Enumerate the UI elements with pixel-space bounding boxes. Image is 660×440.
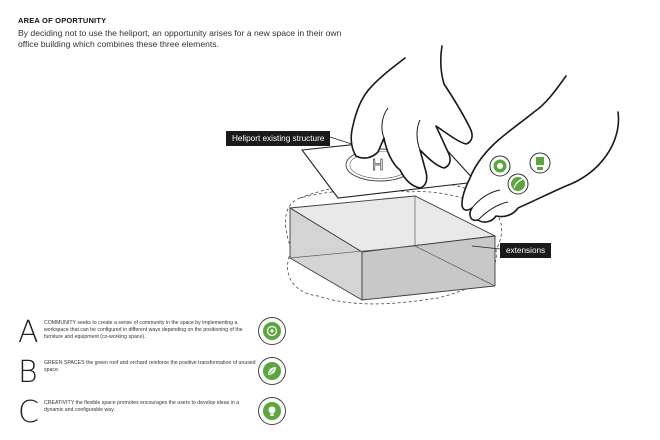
office-box [290, 196, 495, 300]
legend-letter: C [18, 398, 39, 428]
legend: A Community seeks to create a sense of c… [18, 318, 278, 438]
lightbulb-icon [258, 397, 286, 425]
community-icon [258, 317, 286, 345]
leaf-icon [258, 357, 286, 385]
legend-letter: B [18, 358, 38, 388]
legend-text: Community seeks to create a sense of com… [44, 320, 258, 342]
legend-item-green-spaces: B Green spaces the green roof and orchar… [18, 358, 278, 394]
legend-letter: A [18, 318, 39, 348]
legend-text: Creativity the flexible space promotes e… [44, 400, 258, 414]
leaf-icon-palm [508, 174, 528, 194]
lightbulb-icon-palm [530, 153, 550, 173]
helipad-h-mark: H [372, 157, 384, 174]
community-icon-palm [490, 156, 510, 176]
heliport-callout: Heliport existing structure [226, 131, 330, 146]
extensions-callout: extensions [500, 243, 551, 258]
legend-keyword: Creativity [44, 400, 74, 406]
legend-keyword: Green spaces [44, 360, 85, 366]
legend-text: Green spaces the green roof and orchard … [44, 360, 258, 374]
lower-hand [462, 76, 619, 222]
legend-item-creativity: C Creativity the flexible space promotes… [18, 398, 278, 434]
legend-description: the flexible space promotes encourages t… [44, 400, 239, 413]
legend-item-community: A Community seeks to create a sense of c… [18, 318, 278, 354]
legend-keyword: Community [44, 320, 76, 326]
